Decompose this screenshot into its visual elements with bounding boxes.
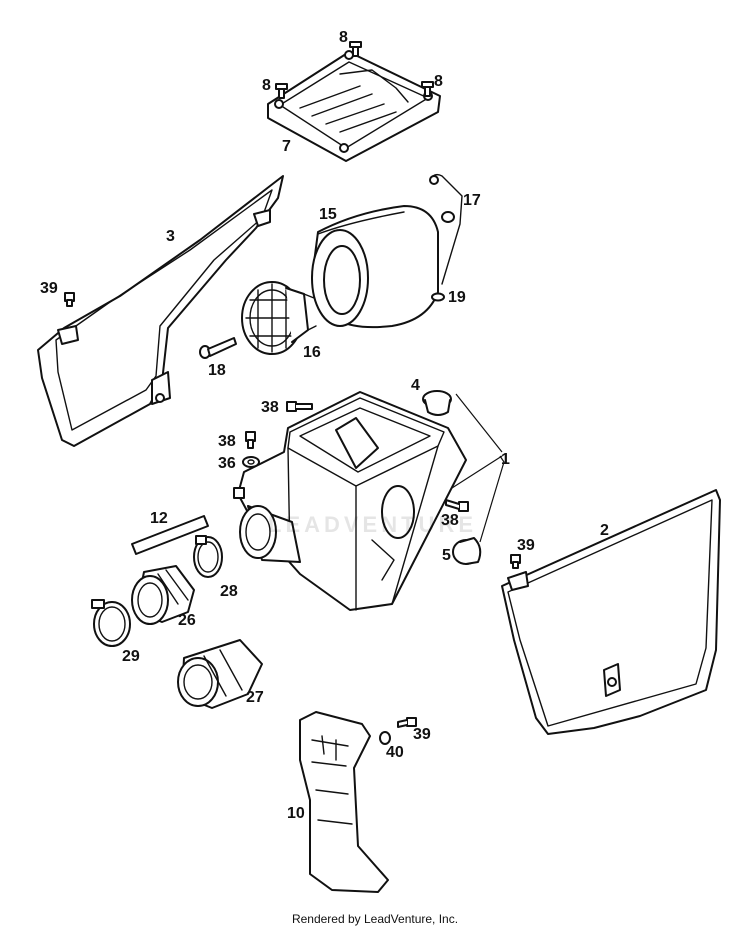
screw-and-washer-part-39-40 <box>379 717 417 745</box>
callout-label: 8 <box>262 77 271 94</box>
callout-label: 39 <box>40 280 58 297</box>
callout-label: 1 <box>501 451 510 468</box>
cap-part-5 <box>452 537 482 565</box>
callout-label: 38 <box>218 433 236 450</box>
callout-label: 12 <box>150 510 168 527</box>
clamp-part-29 <box>91 599 131 647</box>
plug-part-4 <box>422 390 452 416</box>
link-rod-part-17 <box>429 173 463 285</box>
screw-part-38 <box>245 401 469 512</box>
watermark-text: LEADVENTURE <box>268 512 478 537</box>
callout-label: 10 <box>287 805 305 822</box>
callout-label: 4 <box>411 377 420 394</box>
callout-label: 8 <box>339 29 348 46</box>
callout-label: 40 <box>386 744 404 761</box>
callout-label: 7 <box>282 138 291 155</box>
callout-label: 27 <box>246 689 264 706</box>
footer-credit: Rendered by LeadVenture, Inc. <box>291 912 459 926</box>
air-filter-part-15 <box>311 205 439 329</box>
callout-label: 29 <box>122 648 140 665</box>
washer-part-19 <box>431 292 445 302</box>
hose-part-12 <box>131 515 209 555</box>
callout-label: 5 <box>442 547 451 564</box>
left-side-panel-part-3 <box>37 175 284 447</box>
callout-label: 16 <box>303 344 321 361</box>
screw-part-8 <box>275 41 434 99</box>
cover-plate-part-7 <box>267 50 441 162</box>
rubber-sleeve-part-27 <box>177 639 263 709</box>
callout-label: 26 <box>178 612 196 629</box>
callout-label: 36 <box>218 455 236 472</box>
washer-part-36 <box>242 456 260 468</box>
callout-label: 39 <box>413 726 431 743</box>
callout-label: 3 <box>166 228 175 245</box>
callout-label: 17 <box>463 192 481 209</box>
filter-cage-part-16 <box>241 281 317 355</box>
clamp-part-28 <box>193 535 223 578</box>
callout-label: 8 <box>434 73 443 90</box>
callout-label: 38 <box>261 399 279 416</box>
airbox-body-part-1 <box>233 391 467 611</box>
callout-label: 39 <box>517 537 535 554</box>
rubber-boot-part-26 <box>131 565 195 625</box>
leader-lines <box>451 393 505 543</box>
mud-flap-part-10 <box>299 711 389 893</box>
callout-label: 2 <box>600 522 609 539</box>
callout-label: 38 <box>441 512 459 529</box>
screw-part-39-right <box>510 554 521 569</box>
right-side-panel-part-2 <box>501 489 721 735</box>
callout-label: 28 <box>220 583 238 600</box>
callout-label: 18 <box>208 362 226 379</box>
callout-label: 15 <box>319 206 337 223</box>
pin-part-18 <box>199 337 237 359</box>
callout-label: 19 <box>448 289 466 306</box>
screw-part-39-left <box>64 292 75 307</box>
